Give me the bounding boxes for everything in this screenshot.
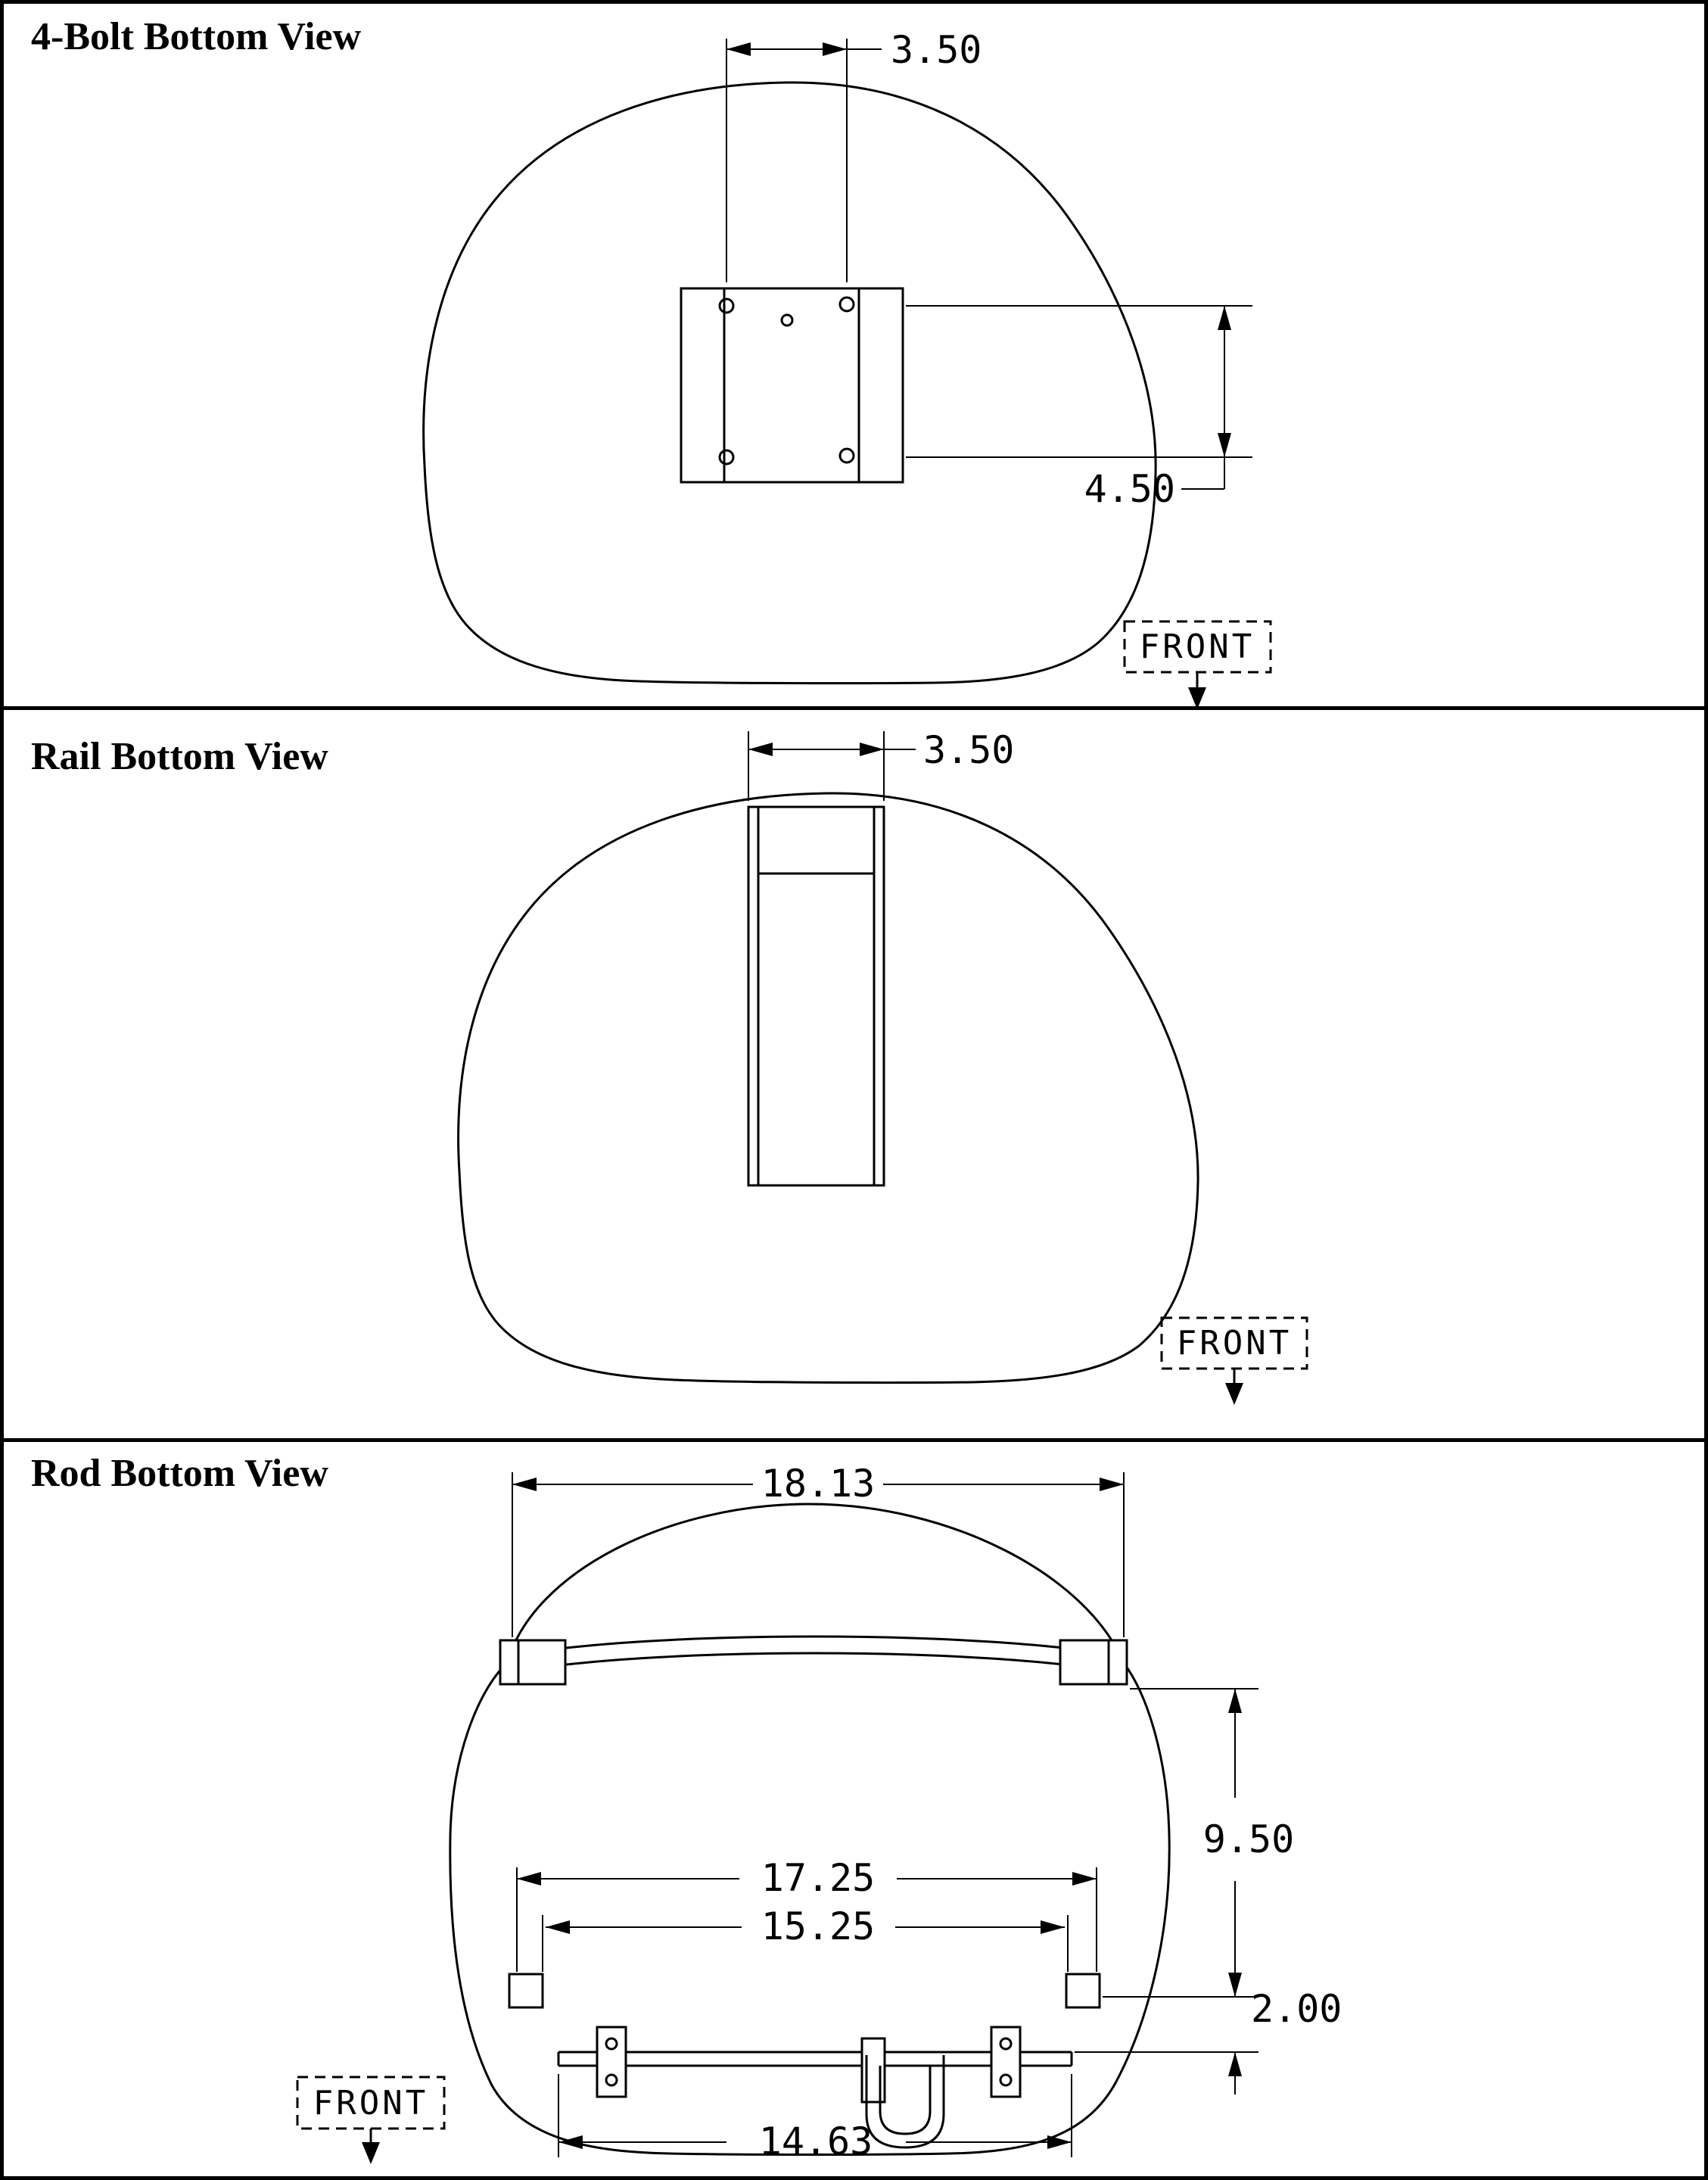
dimension-rail-width: 3.50 [748, 728, 1014, 801]
dimension-rod-length: 14.63 [558, 2074, 1072, 2163]
dim-text-3-50: 3.50 [891, 28, 982, 72]
front-indicator: FRONT [1160, 1316, 1308, 1405]
center-hole [780, 313, 794, 327]
dim-text-14-63: 14.63 [759, 2119, 873, 2163]
drawing-rod: 18.13 9.50 17.25 [296, 1462, 1342, 2164]
front-indicator: FRONT [296, 2076, 446, 2164]
drawing-rail: 3.50 FRONT [457, 728, 1308, 1405]
panel-rod-bottom-view: Rod Bottom View 18.13 [4, 1438, 1704, 2176]
dimension-overall-width: 18.13 [512, 1462, 1125, 1637]
dimension-depth: 9.50 [1103, 1688, 1294, 1998]
rail-channel [747, 805, 885, 1187]
panel-rail-bottom-view: Rail Bottom View 3.50 [4, 706, 1704, 1438]
seat-pan-outline [422, 81, 1157, 685]
right-mounting-tab [1065, 1973, 1101, 2009]
seat-pan-outline [449, 1503, 1171, 2156]
four-bolt-mounting-plate [680, 287, 904, 484]
panel-4-bolt-bottom-view: 4-Bolt Bottom View [4, 4, 1704, 706]
panel-title-4-bolt: 4-Bolt Bottom View [31, 15, 362, 58]
dimension-rod-offset: 2.00 [1075, 1987, 1342, 2094]
bolt-hole [838, 447, 855, 464]
left-mounting-tab [508, 1973, 544, 2009]
front-arrow-icon [1225, 1383, 1243, 1405]
front-arrow-icon [362, 2142, 380, 2164]
dimension-bolt-spacing: 3.50 [726, 28, 982, 282]
bolt-hole [838, 296, 855, 313]
front-label: FRONT [1177, 1324, 1292, 1362]
panel-title-rod: Rod Bottom View [31, 1452, 328, 1495]
front-label: FRONT [313, 2084, 428, 2122]
bottom-rod-assembly [557, 2026, 1073, 2149]
dim-text-15-25: 15.25 [761, 1904, 876, 1948]
dimension-tab-outer: 17.25 [516, 1856, 1097, 1972]
dimension-tab-inner: 15.25 [542, 1904, 1069, 1972]
dim-text-4-50: 4.50 [1084, 467, 1175, 511]
seat-pan-outline [457, 792, 1199, 1384]
drawing-4-bolt: 3.50 4.50 FRONT [422, 28, 1272, 706]
bolt-hole [718, 449, 735, 466]
top-mounting-rod [499, 1635, 1128, 1686]
dim-text-3-50: 3.50 [923, 728, 1014, 772]
dim-text-18-13: 18.13 [761, 1462, 876, 1506]
dimension-bolt-row-spacing: 4.50 [906, 305, 1252, 511]
dim-text-17-25: 17.25 [761, 1856, 876, 1900]
dim-text-9-50: 9.50 [1203, 1817, 1294, 1861]
bolt-hole [718, 297, 735, 314]
panel-title-rail: Rail Bottom View [31, 735, 328, 778]
dim-text-2-00: 2.00 [1251, 1987, 1342, 2031]
front-indicator: FRONT [1123, 620, 1272, 706]
front-arrow-icon [1188, 687, 1206, 706]
u-hook [865, 2055, 945, 2149]
u-hook-inner [879, 2066, 932, 2135]
front-label: FRONT [1140, 628, 1255, 666]
